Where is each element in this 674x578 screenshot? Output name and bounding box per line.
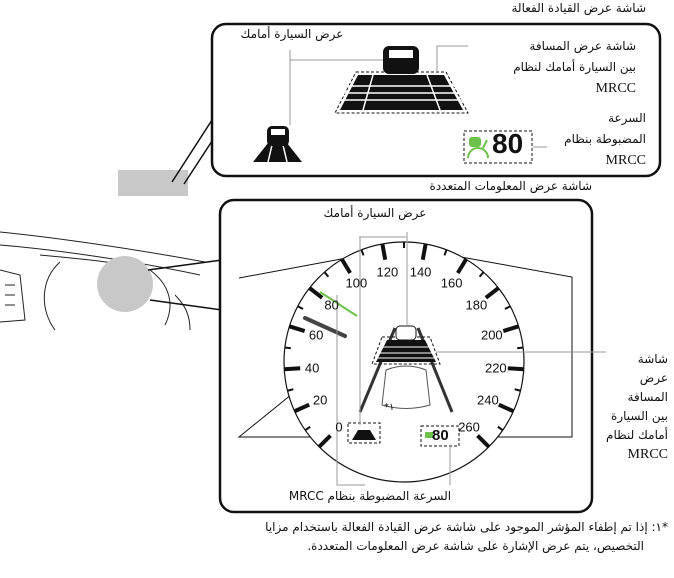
tick-label: 200 bbox=[480, 327, 503, 343]
minor-tick bbox=[443, 249, 448, 256]
major-tick bbox=[317, 434, 332, 449]
footnote: *١: إذا تم إطفاء المؤشر الموجود على شاشة… bbox=[265, 518, 668, 556]
major-tick bbox=[476, 434, 491, 449]
minor-tick bbox=[517, 346, 524, 350]
minor-tick bbox=[304, 425, 311, 431]
tick-label: 140 bbox=[409, 264, 432, 279]
mid-set-speed-value: 80 bbox=[432, 427, 449, 444]
tick-label: 80 bbox=[324, 297, 339, 313]
multi-info-title: شاشة عرض المعلومات المتعددة bbox=[429, 179, 592, 193]
distance-grid-icon bbox=[376, 340, 436, 362]
minor-tick bbox=[284, 346, 291, 350]
footnote-marker: *١: bbox=[651, 520, 669, 534]
minor-tick bbox=[504, 305, 511, 310]
tick-label: 220 bbox=[484, 360, 507, 376]
tick-label: 120 bbox=[376, 264, 399, 279]
minor-tick bbox=[287, 388, 294, 392]
major-tick bbox=[308, 286, 324, 300]
tick-label: 180 bbox=[465, 297, 488, 313]
major-tick bbox=[293, 402, 310, 414]
tick-label: 100 bbox=[345, 275, 368, 291]
minor-tick bbox=[478, 271, 485, 278]
label-line: بين السيارة أمامك لنظام bbox=[513, 60, 636, 74]
mid-vehicle-ahead-label: عرض السيارة أمامك bbox=[323, 206, 427, 220]
own-vehicle-icon bbox=[381, 365, 431, 409]
label-line: شاشة عرض المسافة bbox=[529, 39, 636, 53]
major-tick bbox=[340, 258, 352, 275]
footnote-line: إذا تم إطفاء المؤشر الموجود على شاشة عرض… bbox=[265, 520, 648, 534]
label-line: شاشة bbox=[637, 352, 668, 366]
tick-label: 240 bbox=[477, 392, 499, 408]
tick-label: 160 bbox=[440, 275, 463, 291]
footnote-marker: *١ bbox=[384, 402, 395, 413]
speedometer-ticks bbox=[284, 242, 524, 449]
label-line: MRCC bbox=[605, 153, 646, 168]
speed-needle bbox=[303, 316, 347, 338]
hud-set-speed-label: السرعة المضبوطة بنظام MRCC bbox=[564, 108, 646, 171]
label-line: أمامك لنظام bbox=[606, 428, 668, 442]
label-line: المسافة bbox=[627, 390, 668, 404]
tick-label: 0 bbox=[335, 419, 343, 435]
label-line: المضبوطة بنظام bbox=[564, 132, 646, 146]
mid-distance-label: شاشة عرض المسافة بين السيارة أمامك لنظام… bbox=[606, 350, 668, 464]
distance-grid-icon bbox=[334, 46, 469, 114]
hud-vehicle-ahead-label: عرض السيارة أمامك bbox=[240, 27, 344, 41]
label-line: MRCC bbox=[627, 447, 668, 462]
cruise-icon bbox=[467, 137, 489, 159]
hud-distance-label: شاشة عرض المسافة بين السيارة أمامك لنظام… bbox=[513, 36, 636, 99]
footnote-line: التخصيص، يتم عرض الإشارة على شاشة عرض ال… bbox=[307, 539, 644, 553]
major-tick bbox=[420, 243, 428, 261]
minor-tick bbox=[497, 425, 504, 431]
major-tick bbox=[507, 366, 524, 372]
set-speed-needle bbox=[319, 291, 358, 317]
minor-tick bbox=[514, 388, 521, 392]
minor-tick bbox=[323, 271, 330, 278]
minor-tick bbox=[297, 305, 304, 310]
label-line: السرعة bbox=[608, 111, 646, 125]
major-tick bbox=[502, 324, 520, 333]
major-tick bbox=[484, 286, 500, 300]
hud-title: شاشة عرض القيادة الفعالة bbox=[511, 1, 647, 15]
major-tick bbox=[498, 402, 515, 414]
label-line: بين السيارة bbox=[611, 409, 668, 423]
major-tick bbox=[456, 258, 468, 275]
tick-label: 60 bbox=[308, 327, 324, 343]
hud-set-speed-value: 80 bbox=[492, 128, 524, 159]
tick-label: 260 bbox=[458, 419, 480, 435]
major-tick bbox=[284, 366, 301, 372]
label-line: عرض bbox=[639, 371, 668, 385]
tick-label: 20 bbox=[312, 392, 328, 408]
label-line: MRCC bbox=[595, 81, 636, 96]
minor-tick bbox=[360, 249, 365, 256]
major-tick bbox=[380, 243, 388, 261]
gauge-location-marker bbox=[97, 256, 153, 312]
car-ahead-icon bbox=[395, 325, 417, 341]
cruise-icon bbox=[425, 432, 433, 438]
tick-label: 40 bbox=[304, 360, 320, 376]
mid-set-speed-label: السرعة المضبوطة بنظام MRCC bbox=[288, 489, 452, 503]
major-tick bbox=[288, 324, 306, 333]
